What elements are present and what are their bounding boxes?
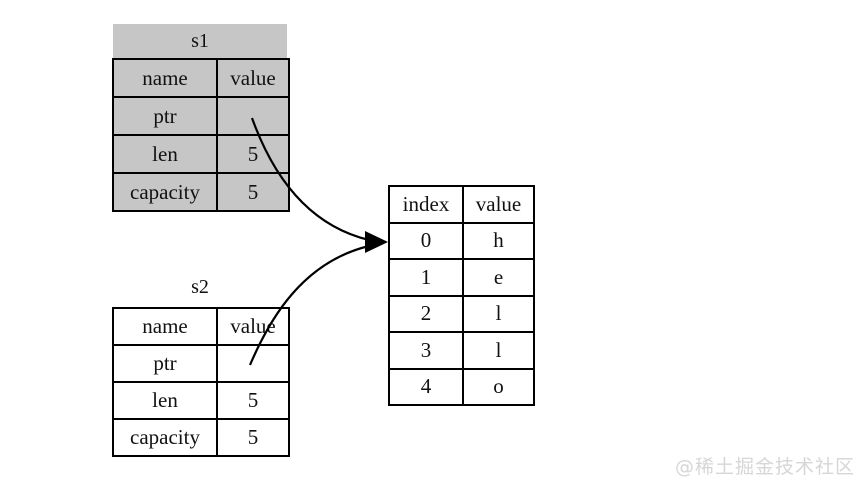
s2-len-name-cell: len: [112, 381, 218, 420]
heap-index-cell: 0: [388, 221, 464, 260]
s1-len-name-cell: len: [112, 134, 218, 174]
s2-capacity-value-cell: 5: [216, 418, 290, 457]
heap-value-cell: l: [462, 294, 535, 333]
s2-len-value-cell: 5: [216, 381, 290, 420]
s2-header-name-cell: name: [112, 307, 218, 346]
s2-ptr-name-cell: ptr: [112, 344, 218, 383]
s2-capacity-name-cell: capacity: [112, 418, 218, 457]
s2-table: name value ptr len 5 capacity 5: [112, 307, 290, 457]
heap-row: 2 l: [388, 294, 535, 333]
heap-header-value-cell: value: [462, 185, 535, 224]
heap-value-cell: h: [462, 221, 535, 260]
s1-header-value-cell: value: [216, 58, 290, 98]
s1-len-value-cell: 5: [216, 134, 290, 174]
s1-ptr-value-cell: [216, 96, 290, 136]
s1-ptr-name-cell: ptr: [112, 96, 218, 136]
heap-value-cell: o: [462, 367, 535, 406]
s2-row-len: len 5: [112, 381, 290, 420]
watermark: @稀土掘金技术社区: [674, 456, 855, 478]
heap-value-cell: l: [462, 331, 535, 370]
s1-capacity-name-cell: capacity: [112, 172, 218, 212]
s2-row-capacity: capacity 5: [112, 418, 290, 457]
s1-table: name value ptr len 5 capacity 5: [112, 58, 290, 212]
s2-header-value-cell: value: [216, 307, 290, 346]
arrowhead-icon: [365, 231, 388, 253]
heap-index-cell: 3: [388, 331, 464, 370]
heap-row: 4 o: [388, 367, 535, 406]
s1-header-name-cell: name: [112, 58, 218, 98]
heap-header-row: index value: [388, 185, 535, 224]
s2-header-row: name value: [112, 307, 290, 346]
s1-title-bar: s1: [113, 24, 287, 58]
s1-title: s1: [191, 29, 209, 52]
s1-row-len: len 5: [112, 134, 290, 174]
heap-row: 3 l: [388, 331, 535, 370]
s2-ptr-value-cell: [216, 344, 290, 383]
heap-value-cell: e: [462, 258, 535, 297]
heap-header-index-cell: index: [388, 185, 464, 224]
heap-index-cell: 4: [388, 367, 464, 406]
s1-capacity-value-cell: 5: [216, 172, 290, 212]
heap-row: 1 e: [388, 258, 535, 297]
s2-title: s2: [191, 276, 209, 298]
heap-table: index value 0 h 1 e 2 l 3 l 4 o: [388, 185, 535, 406]
s1-row-ptr: ptr: [112, 96, 290, 136]
s1-header-row: name value: [112, 58, 290, 98]
heap-index-cell: 1: [388, 258, 464, 297]
s2-row-ptr: ptr: [112, 344, 290, 383]
heap-index-cell: 2: [388, 294, 464, 333]
s1-row-capacity: capacity 5: [112, 172, 290, 212]
heap-row: 0 h: [388, 221, 535, 260]
